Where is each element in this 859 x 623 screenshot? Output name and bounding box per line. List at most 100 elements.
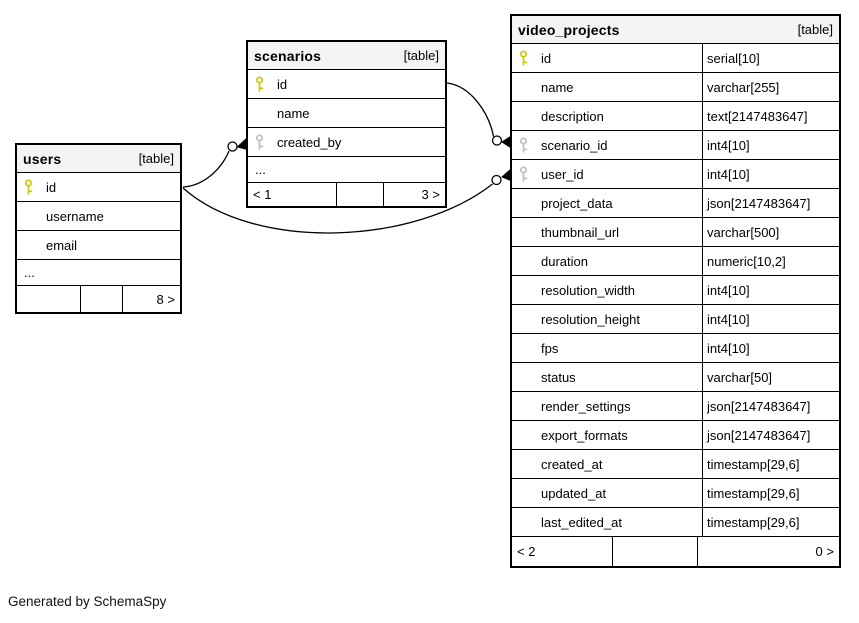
- column-name: id: [541, 50, 552, 66]
- column-name-cell: scenario_id: [512, 131, 702, 159]
- column-name: user_id: [541, 166, 584, 182]
- column-name: render_settings: [541, 398, 631, 414]
- column-row-id: id: [248, 70, 445, 99]
- column-name-cell: project_data: [512, 189, 702, 217]
- column-type: int4[10]: [702, 334, 839, 362]
- primary-key-icon: [519, 49, 541, 67]
- column-row-created_by: created_by: [248, 128, 445, 157]
- column-name: status: [541, 369, 576, 385]
- table-type-badge: [table]: [138, 151, 174, 166]
- column-type: numeric[10,2]: [702, 247, 839, 275]
- footer-cell: < 2: [512, 537, 614, 566]
- column-name-cell: updated_at: [512, 479, 702, 507]
- more-columns-row: ...: [17, 260, 180, 286]
- column-name: export_formats: [541, 427, 628, 443]
- column-row-export_formats: export_formats json[2147483647]: [512, 421, 839, 450]
- column-row-fps: fps int4[10]: [512, 334, 839, 363]
- column-type: json[2147483647]: [702, 421, 839, 449]
- column-type: varchar[50]: [702, 363, 839, 391]
- column-row-last_edited_at: last_edited_at timestamp[29,6]: [512, 508, 839, 537]
- column-name: fps: [541, 340, 559, 356]
- column-row-resolution_height: resolution_height int4[10]: [512, 305, 839, 334]
- column-name-cell: export_formats: [512, 421, 702, 449]
- column-row-email: email: [17, 231, 180, 260]
- column-name-cell: created_at: [512, 450, 702, 478]
- column-type: text[2147483647]: [702, 102, 839, 130]
- column-row-duration: duration numeric[10,2]: [512, 247, 839, 276]
- column-name-cell: resolution_width: [512, 276, 702, 304]
- column-name: project_data: [541, 195, 613, 211]
- table-title[interactable]: video_projects: [518, 21, 620, 38]
- relationship-users-id-to-scenarios-created_by: [182, 137, 247, 188]
- footer-cell: [81, 286, 123, 312]
- column-type: serial[10]: [702, 44, 839, 72]
- column-name: id: [46, 179, 57, 195]
- primary-key-icon: [24, 178, 46, 196]
- column-type: int4[10]: [702, 160, 839, 188]
- column-row-name: name varchar[255]: [512, 73, 839, 102]
- more-columns-row: ...: [248, 157, 445, 183]
- column-name: thumbnail_url: [541, 224, 620, 240]
- column-row-user_id: user_id int4[10]: [512, 160, 839, 189]
- column-name-cell: last_edited_at: [512, 508, 702, 536]
- column-name-cell: id: [512, 44, 702, 72]
- column-name: name: [541, 79, 574, 95]
- column-type: varchar[255]: [702, 73, 839, 101]
- table-users[interactable]: users [table] id username email... 8 >: [15, 143, 182, 314]
- table-type-badge: [table]: [797, 22, 833, 37]
- column-name: email: [46, 237, 78, 253]
- column-name: username: [46, 208, 104, 224]
- footer-cell: [337, 183, 384, 206]
- column-name: created_at: [541, 456, 603, 472]
- column-name-cell: resolution_height: [512, 305, 702, 333]
- column-type: timestamp[29,6]: [702, 508, 839, 536]
- column-type: timestamp[29,6]: [702, 450, 839, 478]
- column-type: int4[10]: [702, 131, 839, 159]
- column-name-cell: email: [17, 231, 180, 259]
- table-type-badge: [table]: [403, 48, 439, 63]
- column-name-cell: thumbnail_url: [512, 218, 702, 246]
- footer-cell: [17, 286, 81, 312]
- column-row-status: status varchar[50]: [512, 363, 839, 392]
- relationship-scenarios-id-to-video_projects-scenario_id: [446, 82, 511, 148]
- generator-note: Generated by SchemaSpy: [8, 594, 167, 609]
- table-footer: 8 >: [17, 286, 180, 312]
- foreign-key-icon: [519, 136, 541, 154]
- table-title[interactable]: scenarios: [254, 47, 322, 64]
- column-name: resolution_height: [541, 311, 641, 327]
- column-name-cell: username: [17, 202, 180, 230]
- column-name-cell: user_id: [512, 160, 702, 188]
- column-row-id: id: [17, 173, 180, 202]
- table-header: users [table]: [17, 145, 180, 173]
- column-row-render_settings: render_settings json[2147483647]: [512, 392, 839, 421]
- table-video_projects[interactable]: video_projects [table] id serial[10] name var…: [510, 14, 841, 568]
- foreign-key-icon: [519, 165, 541, 183]
- column-name: scenario_id: [541, 137, 608, 153]
- column-name: id: [277, 76, 288, 92]
- column-name-cell: id: [248, 70, 445, 98]
- column-type: timestamp[29,6]: [702, 479, 839, 507]
- column-row-name: name: [248, 99, 445, 128]
- column-name-cell: name: [512, 73, 702, 101]
- column-name-cell: created_by: [248, 128, 445, 156]
- column-name-cell: description: [512, 102, 702, 130]
- column-name: last_edited_at: [541, 514, 622, 530]
- column-row-scenario_id: scenario_id int4[10]: [512, 131, 839, 160]
- footer-cell: 8 >: [156, 291, 175, 307]
- column-type: json[2147483647]: [702, 392, 839, 420]
- column-name: updated_at: [541, 485, 607, 501]
- column-row-id: id serial[10]: [512, 44, 839, 73]
- column-name: duration: [541, 253, 588, 269]
- table-title[interactable]: users: [23, 150, 62, 167]
- footer-cell: < 1: [248, 183, 337, 206]
- column-row-created_at: created_at timestamp[29,6]: [512, 450, 839, 479]
- foreign-key-icon: [255, 133, 277, 151]
- column-name: created_by: [277, 134, 342, 150]
- column-type: int4[10]: [702, 305, 839, 333]
- table-header: video_projects [table]: [512, 16, 839, 44]
